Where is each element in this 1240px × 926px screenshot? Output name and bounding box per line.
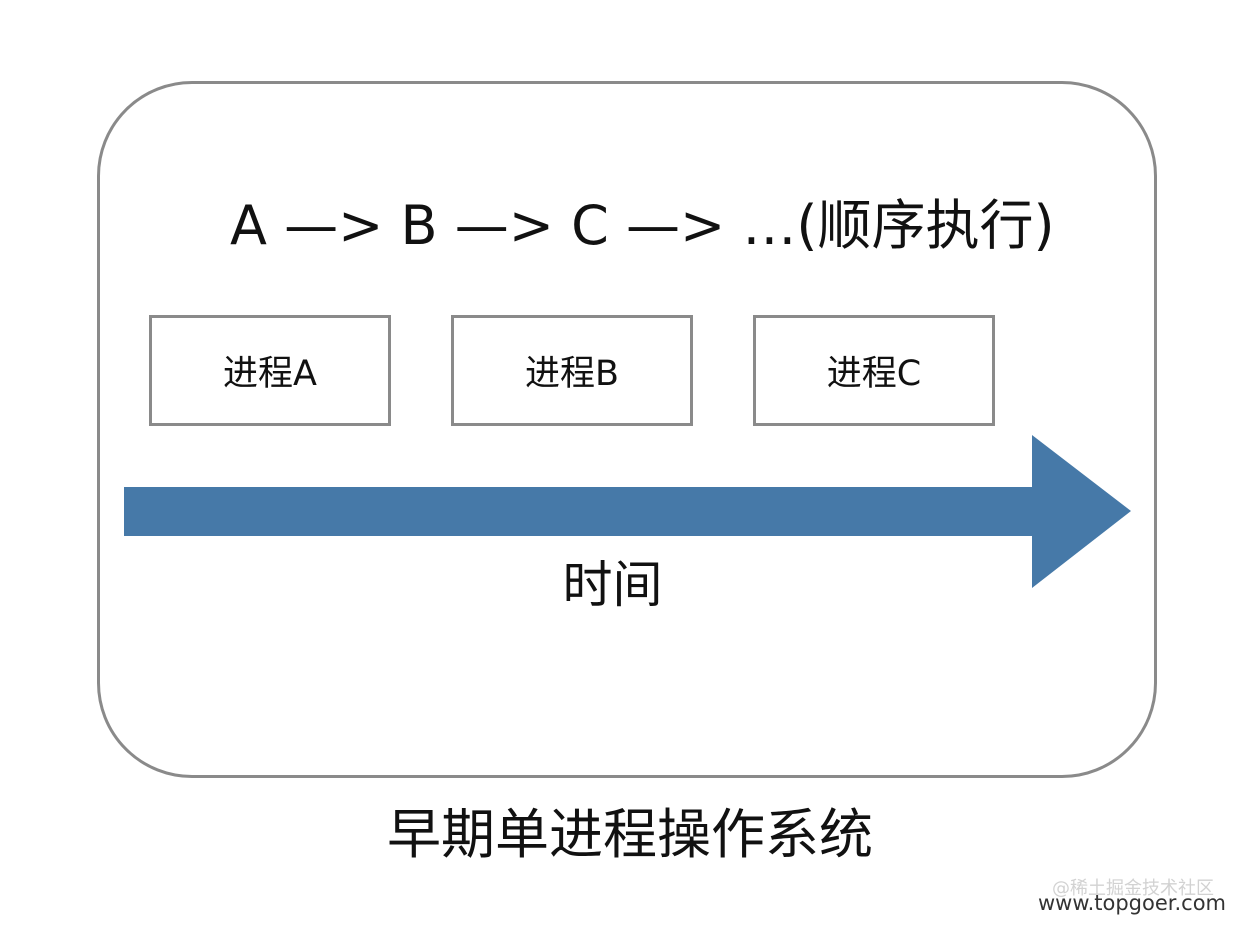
process-label-b: 进程B (524, 354, 619, 394)
sequence-text: A —> B —> C —> …(顺序执行) (230, 194, 1055, 257)
diagram-frame (97, 81, 1157, 778)
watermark-url: www.topgoer.com (1037, 891, 1226, 915)
process-box-b: 进程B (451, 315, 693, 426)
diagram-caption: 早期单进程操作系统 (387, 803, 873, 866)
process-box-c: 进程C (753, 315, 995, 426)
watermark-community: @稀土掘金技术社区 (1052, 878, 1214, 899)
process-label-a: 进程A (223, 354, 317, 394)
process-label-c: 进程C (826, 354, 922, 394)
time-axis-label: 时间 (562, 556, 663, 614)
process-box-a: 进程A (149, 315, 391, 426)
timeline-arrow-shape (124, 435, 1131, 588)
